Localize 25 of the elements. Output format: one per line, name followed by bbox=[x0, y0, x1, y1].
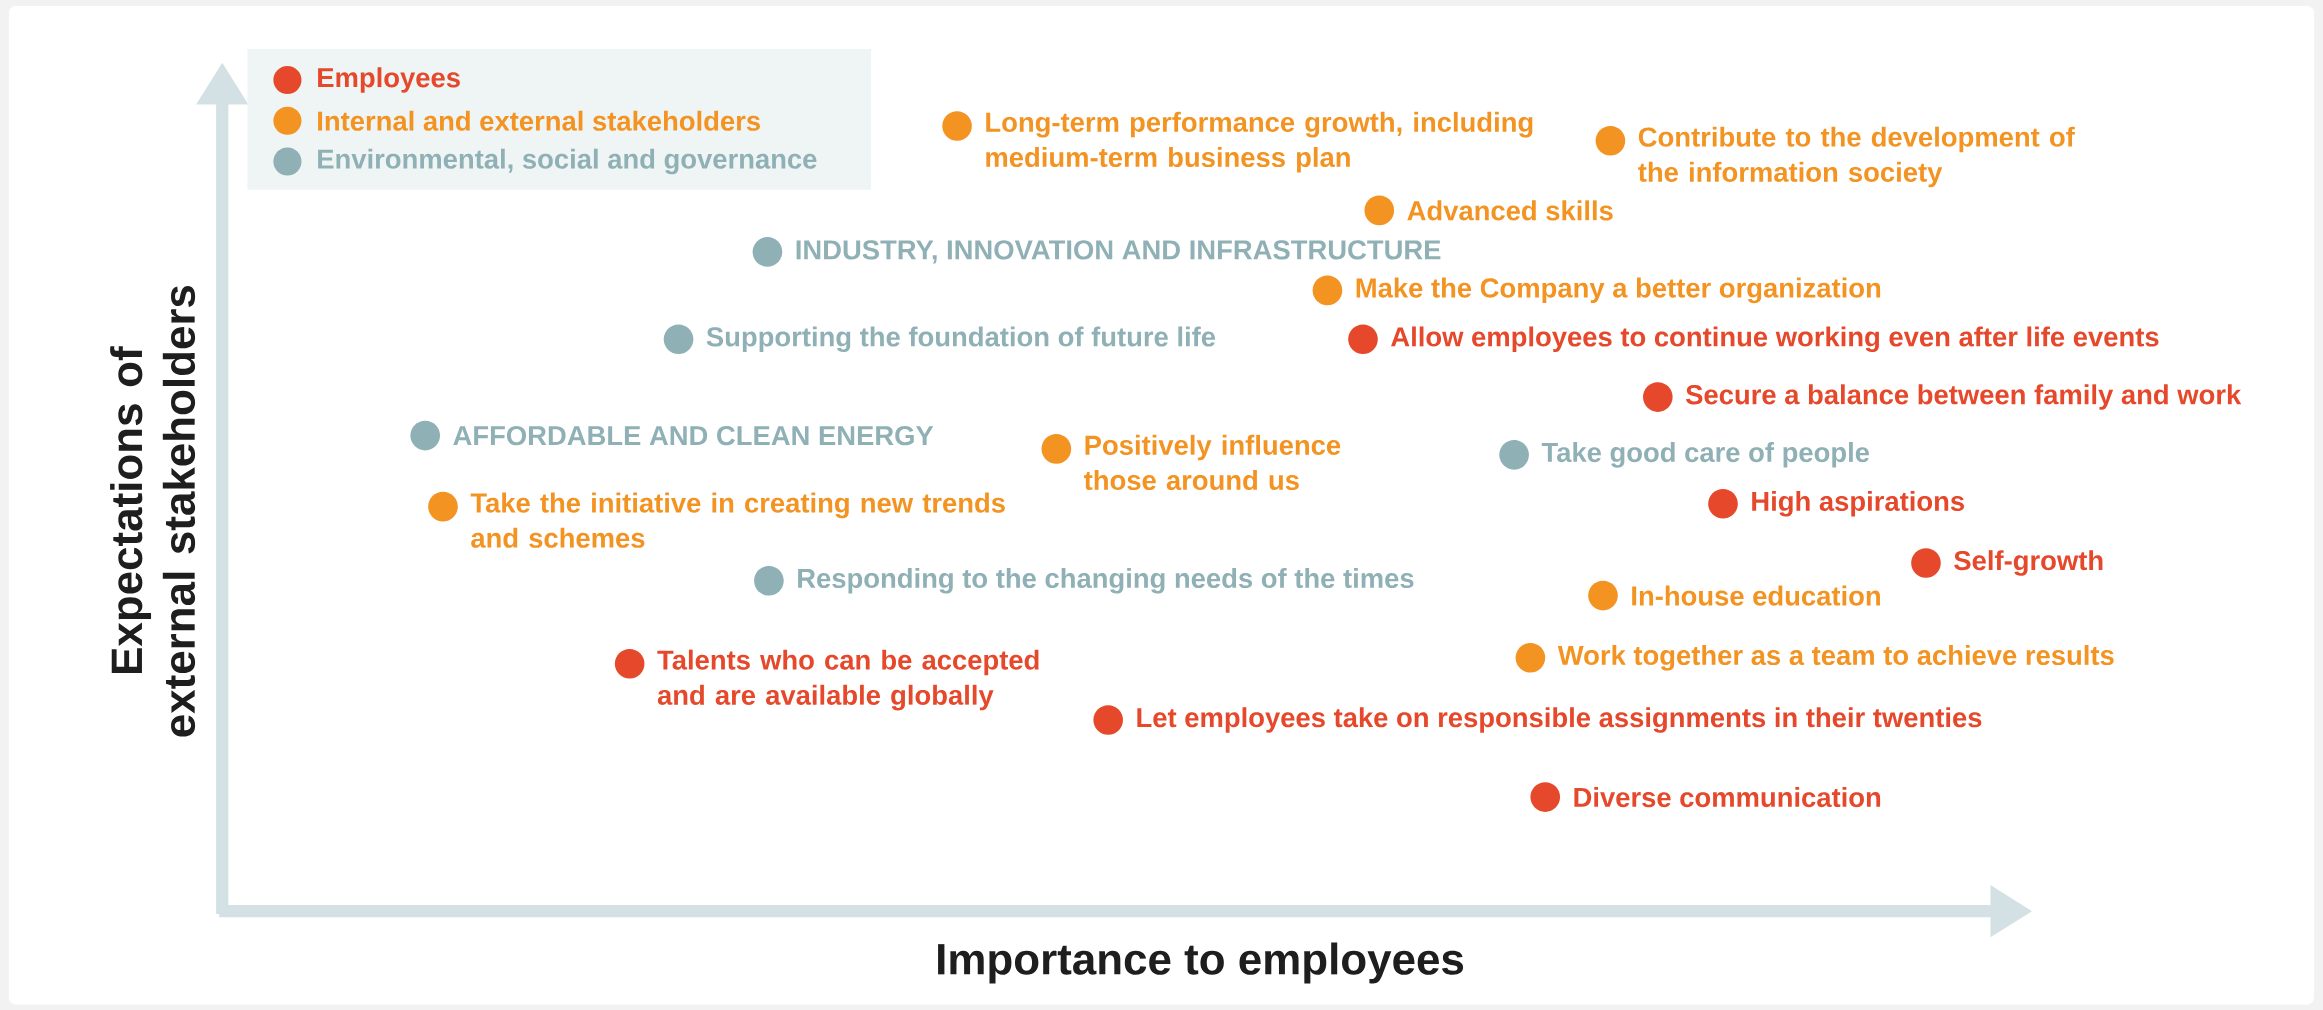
point-label: Contribute to the development of the information society bbox=[1638, 126, 2075, 188]
axis-title: Importance to employees bbox=[938, 942, 1464, 984]
legend-label: Internal and external stakeholders bbox=[318, 110, 760, 131]
point-label: Self-growth bbox=[1954, 550, 2103, 576]
point-label: Take the initiative in creating new trends and schemes bbox=[470, 492, 1005, 548]
point-label: Supporting the foundation of future life bbox=[706, 326, 1216, 352]
point-label: Positively influence those around us bbox=[1084, 434, 1341, 490]
point-label: AFFORDABLE AND CLEAN ENERGY bbox=[453, 425, 934, 446]
legend-label: Environmental, social and governance bbox=[318, 148, 817, 175]
point-label: In-house education bbox=[1632, 585, 1880, 606]
point-label: Make the Company a better organization bbox=[1356, 277, 1881, 303]
point-label: Responding to the changing needs of the times bbox=[798, 567, 1414, 594]
point-label: Let employees take on responsible assignments in their twenties bbox=[1137, 707, 1982, 733]
legend-label: Employees bbox=[318, 67, 460, 93]
point-label: Take good care of people bbox=[1541, 441, 1869, 468]
point-label: Allow employees to continue working even after life events bbox=[1391, 326, 2159, 352]
axis-title: Expectations of external stakeholders bbox=[110, 285, 196, 737]
point-label: Work together as a team to achieve results bbox=[1557, 644, 2114, 671]
point-label: Advanced skills bbox=[1407, 200, 1613, 221]
point-label: Long-term performance growth, including medium-term business plan bbox=[986, 111, 1533, 173]
point-label: Talents who can be accepted and are available globally bbox=[657, 649, 1039, 711]
point-label: Secure a balance between family and work bbox=[1685, 384, 2242, 410]
point-label: Diverse communication bbox=[1574, 786, 1881, 807]
point-label: INDUSTRY, INNOVATION AND INFRASTRUCTURE bbox=[796, 240, 1441, 264]
point-label: High aspirations bbox=[1752, 490, 1964, 517]
